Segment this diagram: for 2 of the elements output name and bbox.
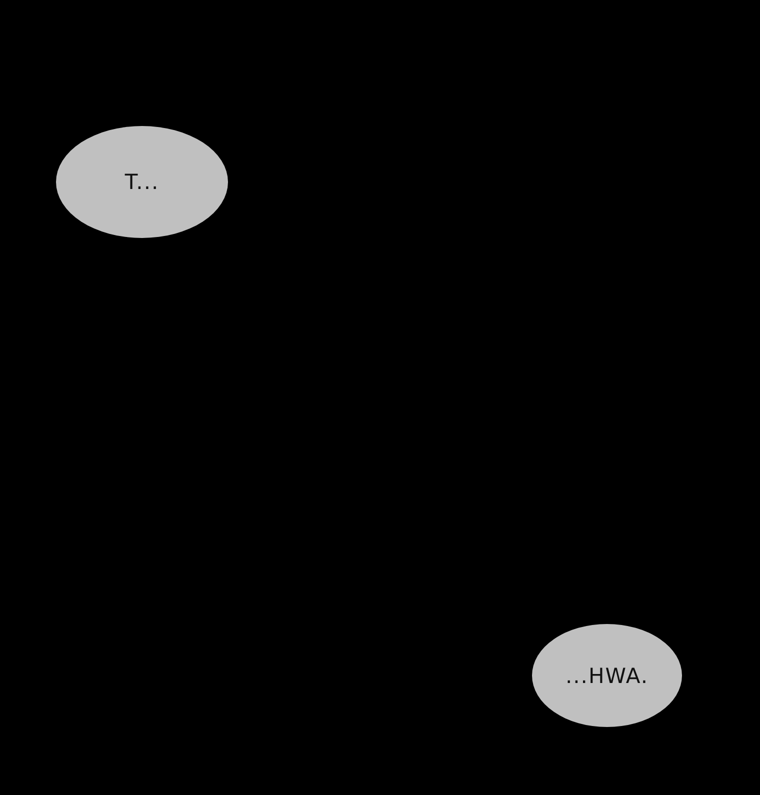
speech-text: ...HWA. bbox=[565, 664, 649, 688]
speech-text: T... bbox=[124, 170, 160, 194]
